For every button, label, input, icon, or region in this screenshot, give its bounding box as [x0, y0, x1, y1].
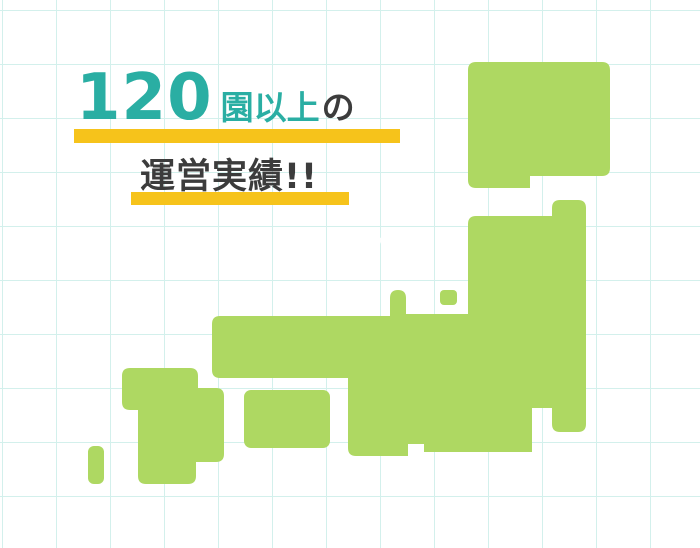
region-okinawa	[88, 446, 104, 484]
region-shikoku	[244, 390, 330, 448]
region-kyushu	[122, 368, 224, 484]
region-sado-island	[440, 290, 457, 305]
map-regions	[88, 62, 610, 484]
sparkle-decoration	[372, 236, 384, 248]
region-hokkaido	[468, 62, 610, 188]
region-honshu	[212, 200, 586, 456]
